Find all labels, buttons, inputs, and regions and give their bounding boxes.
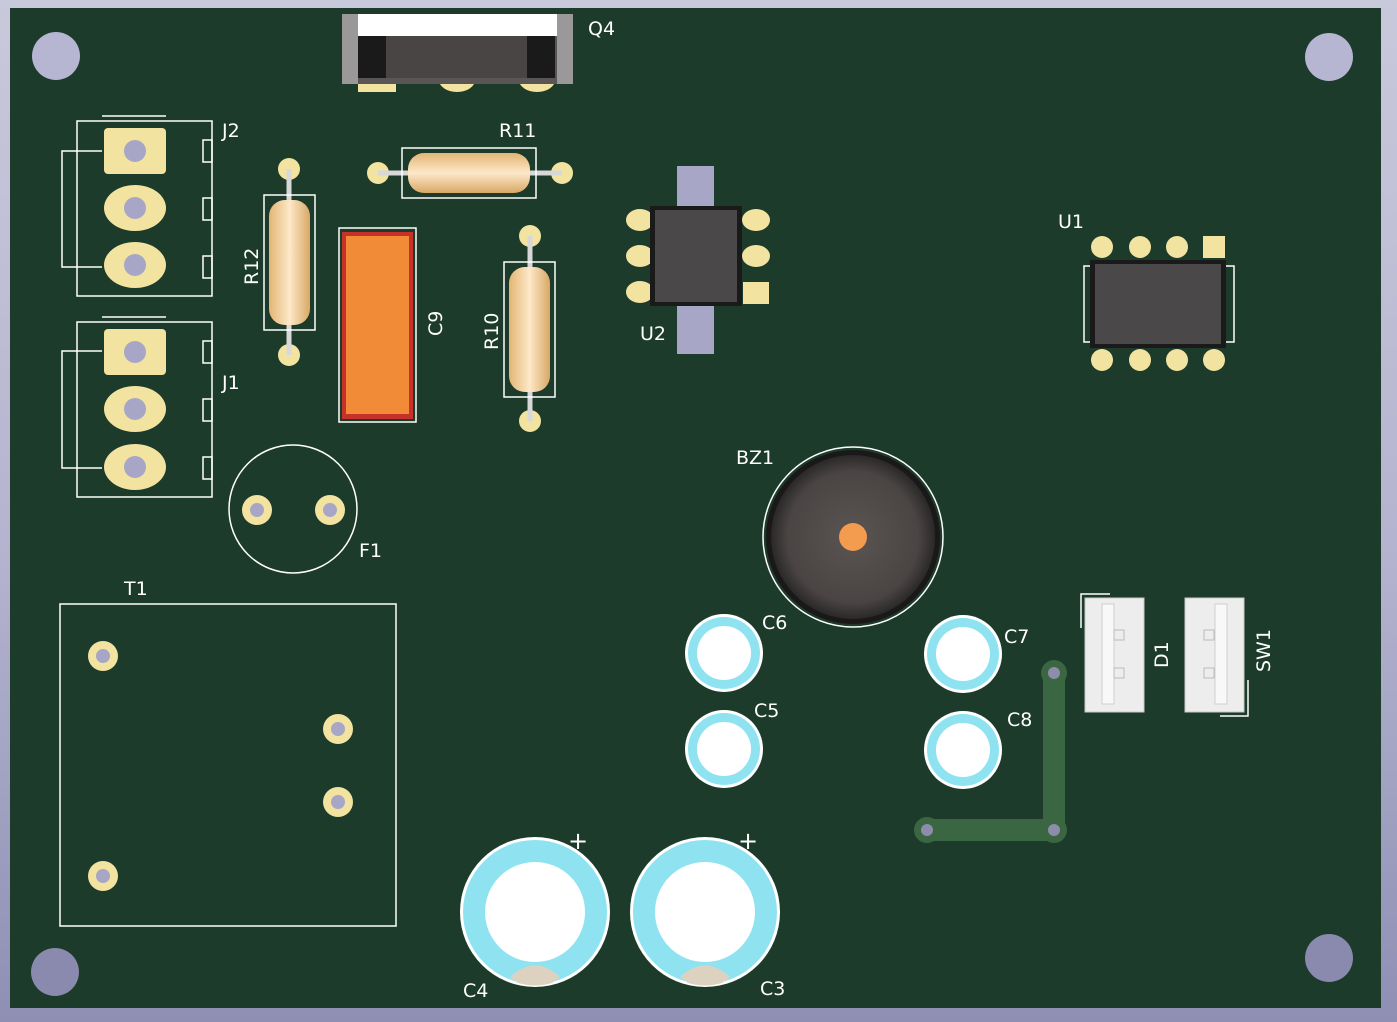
label-c7: C7 (1004, 626, 1029, 648)
component-c7[interactable] (924, 615, 1002, 693)
label-c3: C3 (760, 978, 785, 1000)
component-c9[interactable] (338, 227, 417, 423)
label-r10: R10 (481, 313, 503, 350)
component-j2[interactable] (61, 115, 213, 297)
label-j2: J2 (221, 120, 240, 142)
mounting-hole-bottom-left (31, 948, 79, 996)
label-j1: J1 (221, 372, 240, 394)
component-c6[interactable] (685, 614, 763, 692)
label-c5: C5 (754, 700, 779, 722)
label-c3-polarity: + (738, 827, 758, 855)
component-c4[interactable] (460, 837, 610, 987)
component-j1[interactable] (61, 316, 213, 498)
component-f1[interactable] (228, 444, 358, 574)
label-u2: U2 (640, 323, 666, 345)
component-c8[interactable] (924, 711, 1002, 789)
component-u1[interactable] (1083, 236, 1235, 371)
label-c4-polarity: + (568, 827, 588, 855)
component-sw1[interactable] (1184, 597, 1249, 717)
label-f1: F1 (359, 540, 382, 562)
label-t1: T1 (123, 578, 148, 600)
label-sw1: SW1 (1253, 629, 1275, 672)
component-r10[interactable] (503, 225, 556, 432)
label-c9: C9 (425, 311, 447, 336)
label-r12: R12 (241, 248, 263, 285)
label-c4: C4 (463, 980, 488, 1002)
component-t1[interactable] (59, 603, 397, 927)
component-c3[interactable] (630, 837, 780, 987)
label-bz1: BZ1 (736, 447, 774, 469)
label-u1: U1 (1058, 211, 1084, 233)
component-r12[interactable] (263, 158, 316, 366)
component-q4[interactable] (342, 14, 573, 92)
mounting-hole-bottom-right (1305, 934, 1353, 982)
label-q4: Q4 (588, 18, 615, 40)
component-r11[interactable] (367, 147, 573, 199)
label-c6: C6 (762, 612, 787, 634)
component-u2[interactable] (626, 166, 770, 354)
label-d1: D1 (1151, 641, 1173, 668)
component-c5[interactable] (685, 710, 763, 788)
mounting-hole-top-left (32, 32, 80, 80)
copper-trace (914, 660, 1067, 843)
component-bz1[interactable] (762, 446, 944, 628)
label-c8: C8 (1007, 709, 1032, 731)
mounting-hole-top-right (1305, 33, 1353, 81)
label-r11: R11 (499, 120, 536, 142)
component-d1[interactable] (1080, 593, 1145, 713)
